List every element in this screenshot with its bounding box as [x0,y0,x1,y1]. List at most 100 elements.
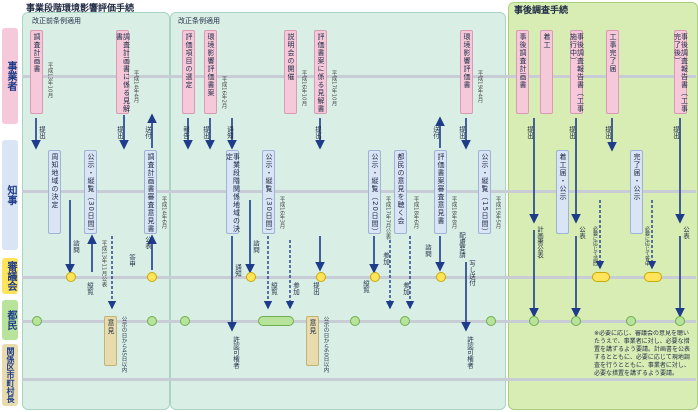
node-shingikai-1 [66,272,76,282]
label-teishutsu-4: 提出 [313,126,322,139]
node-shingikai-8 [644,272,662,282]
box-koji-kanryo: 工事完了届 [606,30,619,114]
label-teishutsu-3: 提出 [201,126,210,139]
lane-chiji [22,190,696,193]
node-tomin-11 [675,316,685,326]
date-d6: 平成16年3月 [278,196,285,229]
box-koji-jurans-20: 公示・縦覧（20日間） [368,150,381,236]
box-eikyo-hyokasho: 環境影響評価書 [460,30,473,114]
date-d11: 平成18年8月 [450,196,457,229]
label-sanka-1: 参加 [291,282,300,295]
label-sanka-3: 参加 [401,282,410,295]
node-tomin-10 [626,316,636,326]
lane-jigyosha [22,75,696,78]
box-chosa-keikakusho: 調査計画書 [30,30,43,114]
box-iken-a: 意見 [104,316,117,366]
node-shingikai-4 [316,272,326,282]
label-teishutsu-6: 提出 [457,126,466,139]
label-jurans-3: 縦覧 [361,280,370,293]
subtitle-after-amendment: 改正条例適用 [178,17,220,25]
box-koji-jurans-15: 公示・縦覧（15日間） [478,150,491,236]
node-tomin-3 [180,316,190,326]
box-koji-jurans-30-b: 公示・縦覧（30日間） [262,150,275,236]
label-hitsuyo-toshin: 必要に応じて答申 [644,226,650,266]
actor-tomin: 都民 [2,300,18,340]
node-shingikai-6 [436,272,446,282]
node-tomin-2 [147,316,157,326]
label-teishutsu-5: 提出 [311,282,320,295]
label-teishutsu-9: 提出 [603,126,612,139]
label-tsuchi-2: 通知 [233,264,242,277]
label-soufu-2: 送付 [431,126,440,139]
actor-jigyosha: 事業者 [2,28,18,124]
label-tsuchi-1: 通知 [225,126,234,139]
box-iken-b: 意見 [306,316,319,366]
label-teishutsu-8: 提出 [567,126,576,139]
date-d9: 平成17年7月公表 [384,196,391,240]
label-hairyo-yosei: 配慮要請 [457,232,466,258]
label-kyokasha-1: 許認可権者 [231,336,240,369]
subtitle-before-amendment: 改正前条例適用 [32,17,81,25]
box-jigo-hokokusho-koji: 事後調査報告書（工事施行中） [570,30,585,114]
node-tomin-9 [571,316,581,326]
node-shingikai-2 [147,272,157,282]
node-tomin-5 [350,316,360,326]
label-sanka-2: 参加 [381,252,390,265]
label-koji-ato-45: 公示の日から45日以内 [120,316,127,373]
label-kyokasha-2: 許認可権者 [465,336,474,369]
footnote: ※必要に応じ、審議会の意見を聴いたうえで、事業者に対し、必要な措置を講ずるよう要… [594,330,691,377]
actor-chiji-label: 知事 [5,185,16,205]
label-shimon-3: 諮問 [423,244,432,257]
date-d7: 平成16年10月 [300,70,307,106]
actor-kankei-label: 関係区市町村長 [6,347,15,403]
box-koji-jurans-30-a: 公示・縦覧（30日間） [84,150,97,236]
node-tomin-7 [486,316,496,326]
label-shimon-2: 諮問 [251,240,260,253]
label-teishutsu-7: 提出 [525,126,534,139]
actor-jigyosha-label: 事業者 [5,61,16,91]
label-hitsuyo-shimon: 必要に応じて諮問 [592,226,598,266]
node-shingikai-7 [592,272,610,282]
actor-chiji: 知事 [2,140,18,250]
label-jurans-2: 縦覧 [269,282,278,295]
lane-shingikai [22,276,696,279]
date-d1: 平成13年10月 [46,62,53,98]
box-hyoka-komoku: 評価項目の選定 [182,30,195,114]
date-d4: 平成14年6月 [160,196,167,229]
label-koji-ato-60: 公示の日から60日以内 [322,316,329,373]
box-jigo-hokokusho-kanryo: 事後調査報告書（工事完了後） [674,30,689,114]
date-d5: 平成16年2月 [220,76,227,109]
label-keikakusho-kohyo: 計画書公表 [535,226,544,259]
label-jurans-1: 縦覧 [85,282,94,295]
box-shuchi-chiiki: 周知地域の決定 [48,150,61,234]
actor-tomin-label: 都民 [5,310,16,330]
node-shingikai-3 [246,272,256,282]
panel-post-survey [508,2,698,410]
node-shingikai-5 [370,272,380,282]
label-hokoku-1: 報告 [181,126,190,139]
node-tomin-1 [32,316,42,326]
date-d14: 平成19年5月 [494,196,501,229]
label-teishutsu-10: 提出 [671,126,680,139]
label-teishutsu-1: 提出 [37,126,46,139]
label-toshin-1: 答申 [127,254,136,267]
box-chakko-todoke-koji: 着工届・公示 [556,150,569,234]
lane-kankei [22,378,696,381]
actor-shingikai: 審議会 [2,258,18,294]
box-setsumeikai: 説明会の開催 [284,30,297,114]
title-assessment-procedure: 事業段階環境影響評価手続 [26,4,135,14]
box-chakko: 着工 [540,30,553,114]
label-kohyo-3: 公表 [681,226,690,239]
node-tomin-6 [400,316,410,326]
box-tomin-iken: 都民の意見を聴く会 [394,150,407,234]
label-kohyo-2: 公表 [577,226,586,239]
date-d3: 平成13年11月公表 [100,240,107,287]
box-kanryo-todoke-koji: 完了届・公示 [630,150,643,234]
date-d2: 平成14年4月 [132,70,139,103]
date-d13: 平成19年4月 [476,70,483,103]
label-kohyo-1: 公表 [143,236,152,249]
box-chosa-keikakusho-kenkai: 調査計画書に係る見解書 [116,30,131,114]
label-teishutsu-2: 提出 [115,126,124,139]
title-post-survey: 事後調査手続 [514,6,569,16]
